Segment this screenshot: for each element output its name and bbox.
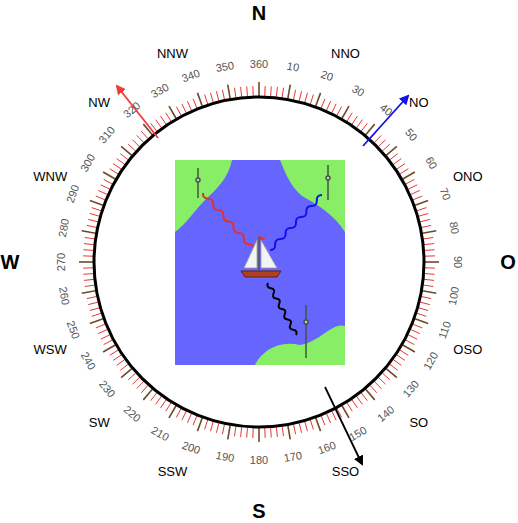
degree-number: 280 bbox=[57, 218, 71, 238]
degree-number: 190 bbox=[215, 450, 235, 464]
direction-label: WNW bbox=[33, 169, 67, 182]
direction-label: NNW bbox=[157, 47, 188, 60]
degree-number: 70 bbox=[438, 187, 453, 202]
degree-number: 110 bbox=[437, 320, 453, 340]
degree-number: 350 bbox=[215, 60, 235, 74]
degree-number: 20 bbox=[319, 69, 334, 84]
degree-number: 330 bbox=[149, 81, 170, 100]
degree-number: 310 bbox=[97, 124, 117, 145]
direction-label: NNO bbox=[331, 47, 360, 60]
degree-number: 240 bbox=[78, 350, 97, 371]
degree-number: 290 bbox=[65, 184, 82, 205]
cardinal-label: N bbox=[252, 3, 266, 23]
degree-number: 60 bbox=[423, 155, 439, 171]
direction-label: OSO bbox=[453, 342, 482, 355]
degree-number: 150 bbox=[347, 424, 368, 443]
degree-number: 270 bbox=[56, 253, 67, 271]
degree-number: 200 bbox=[181, 440, 202, 457]
degree-number: 360 bbox=[250, 59, 268, 70]
direction-label: WSW bbox=[34, 342, 67, 355]
degree-number: 130 bbox=[401, 379, 421, 400]
cardinal-label: W bbox=[1, 252, 20, 272]
degree-number: 220 bbox=[121, 404, 142, 424]
degree-number: 40 bbox=[378, 102, 394, 118]
degree-number: 210 bbox=[149, 424, 170, 443]
degree-number: 320 bbox=[121, 100, 142, 120]
direction-label: SSW bbox=[158, 464, 188, 477]
degree-number: 90 bbox=[452, 256, 463, 268]
direction-label: NW bbox=[88, 96, 110, 109]
cardinal-label: S bbox=[252, 501, 265, 521]
degree-number: 10 bbox=[286, 61, 300, 74]
degree-number: 30 bbox=[350, 83, 366, 99]
degree-number: 340 bbox=[181, 68, 202, 85]
direction-label: ONO bbox=[453, 169, 483, 182]
direction-label: SO bbox=[409, 415, 428, 428]
degree-number: 140 bbox=[376, 404, 397, 424]
direction-label: SSO bbox=[332, 464, 359, 477]
degree-number: 100 bbox=[447, 286, 461, 306]
direction-label: SW bbox=[89, 415, 110, 428]
degree-number: 180 bbox=[250, 455, 268, 466]
degree-number: 250 bbox=[65, 319, 82, 340]
degree-number: 230 bbox=[97, 379, 117, 400]
degree-number: 170 bbox=[283, 450, 303, 464]
direction-label: NO bbox=[409, 96, 429, 109]
cardinal-label: O bbox=[500, 252, 516, 272]
degree-number: 80 bbox=[448, 221, 461, 235]
degree-number: 260 bbox=[57, 286, 71, 306]
degree-number: 300 bbox=[78, 152, 97, 173]
degree-number: 160 bbox=[316, 440, 337, 457]
degree-number: 50 bbox=[403, 126, 419, 142]
degree-number: 120 bbox=[421, 350, 440, 371]
